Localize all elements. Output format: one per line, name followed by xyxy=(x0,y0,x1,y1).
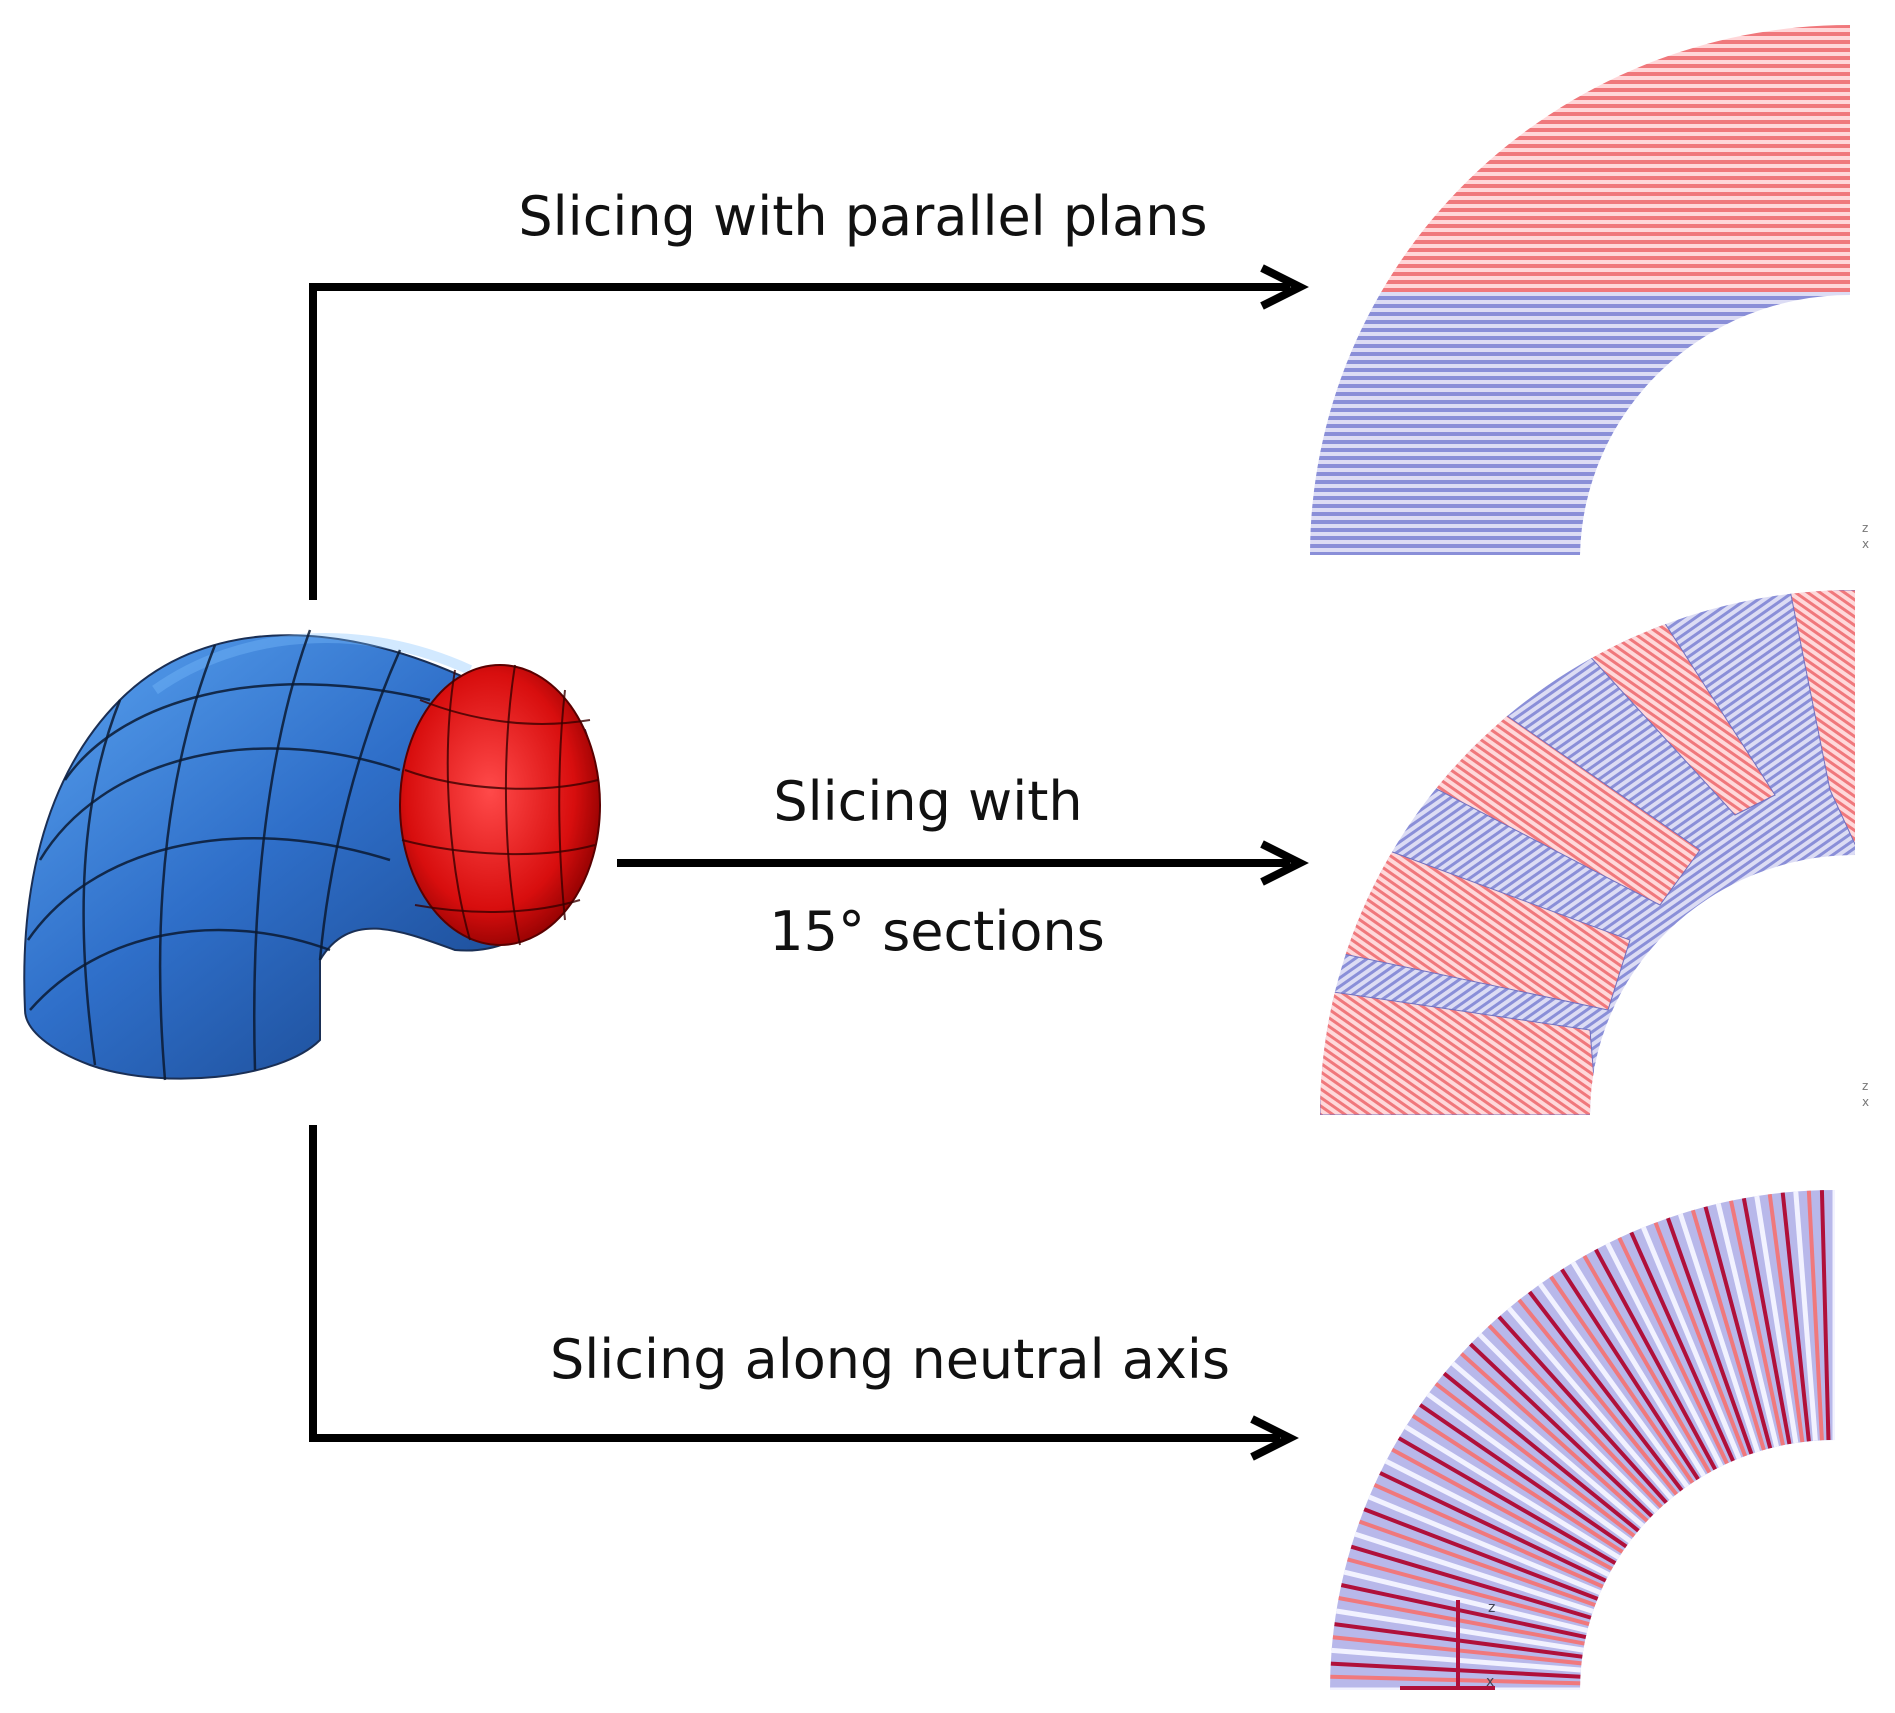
radial-line xyxy=(1652,1217,1748,1458)
axis-glyph-x-3: x xyxy=(1486,1674,1494,1690)
radial-line xyxy=(1547,1272,1696,1486)
pipe-elbow-icon xyxy=(23,629,601,1081)
radial-line xyxy=(1441,1370,1642,1535)
radial-line xyxy=(1467,1340,1656,1520)
radial-line xyxy=(1362,1507,1603,1603)
radial-line xyxy=(1334,1622,1588,1660)
radial-line xyxy=(1476,1331,1660,1515)
radial-line xyxy=(1449,1360,1647,1530)
axis-glyph-x: x xyxy=(1862,537,1869,551)
radial-line xyxy=(1346,1557,1595,1628)
radial-line xyxy=(1485,1322,1665,1511)
radial-line xyxy=(1714,1198,1780,1448)
radial-line xyxy=(1558,1265,1701,1482)
radial-line xyxy=(1664,1213,1754,1456)
axis-glyph-z-3: z xyxy=(1488,1600,1495,1616)
radial-line xyxy=(1525,1288,1685,1493)
radial-line xyxy=(1383,1458,1614,1579)
radial-line xyxy=(1340,1583,1591,1640)
radial-line xyxy=(1639,1222,1742,1460)
label-neutral-axis: Slicing along neutral axis xyxy=(550,1328,1230,1391)
radial-line xyxy=(1676,1208,1761,1454)
radial-line xyxy=(1390,1447,1617,1573)
radial-line xyxy=(1343,1569,1593,1635)
radial-line xyxy=(1458,1350,1651,1525)
slice-result-neutral-axis: z x xyxy=(1330,1190,1835,1690)
label-fifteen-line2: 15° sections xyxy=(769,900,1105,963)
radial-line xyxy=(1753,1190,1799,1444)
radial-line xyxy=(1536,1279,1691,1490)
radial-line xyxy=(1767,1190,1805,1443)
radial-line xyxy=(1592,1245,1718,1472)
radial-line xyxy=(1358,1519,1601,1609)
radial-line xyxy=(1505,1304,1675,1502)
radial-line xyxy=(1792,1190,1818,1441)
radial-line xyxy=(1689,1205,1766,1451)
arrow-icon xyxy=(309,264,1309,1461)
radial-line xyxy=(1603,1238,1724,1469)
label-parallel-plans: Slicing with parallel plans xyxy=(518,185,1207,248)
radial-line xyxy=(1424,1391,1635,1546)
radial-line xyxy=(1728,1195,1785,1446)
radial-line xyxy=(1367,1494,1605,1597)
axis-glyph-z: z xyxy=(1862,521,1868,535)
radial-line xyxy=(1396,1435,1620,1567)
radial-line xyxy=(1378,1470,1611,1585)
radial-line xyxy=(1372,1482,1608,1591)
axis-glyph-z-2: z xyxy=(1862,1079,1868,1093)
radial-line xyxy=(1615,1233,1730,1466)
radial-line xyxy=(1410,1413,1627,1556)
radial-line xyxy=(1403,1424,1624,1562)
radial-line xyxy=(1806,1190,1824,1441)
radial-line xyxy=(1819,1190,1831,1441)
radial-line xyxy=(1702,1201,1773,1450)
radial-line xyxy=(1627,1227,1736,1463)
radial-line xyxy=(1433,1380,1638,1540)
radial-line xyxy=(1495,1313,1670,1506)
radial-line xyxy=(1417,1402,1631,1551)
radial-line xyxy=(1353,1531,1599,1616)
axis-glyph-x-2: x xyxy=(1862,1095,1869,1109)
slice-result-15-degree-sections: z x xyxy=(1320,590,1869,1115)
radial-line xyxy=(1741,1193,1792,1445)
slice-result-parallel-plans: z x xyxy=(1310,25,1869,555)
radial-line xyxy=(1350,1544,1596,1621)
radial-line xyxy=(1569,1258,1707,1479)
radial-line xyxy=(1335,1608,1589,1654)
radial-line xyxy=(1515,1296,1680,1497)
radial-line xyxy=(1580,1251,1712,1475)
label-fifteen-line1: Slicing with xyxy=(773,770,1082,833)
radial-line xyxy=(1780,1190,1811,1442)
radial-line xyxy=(1338,1596,1590,1647)
